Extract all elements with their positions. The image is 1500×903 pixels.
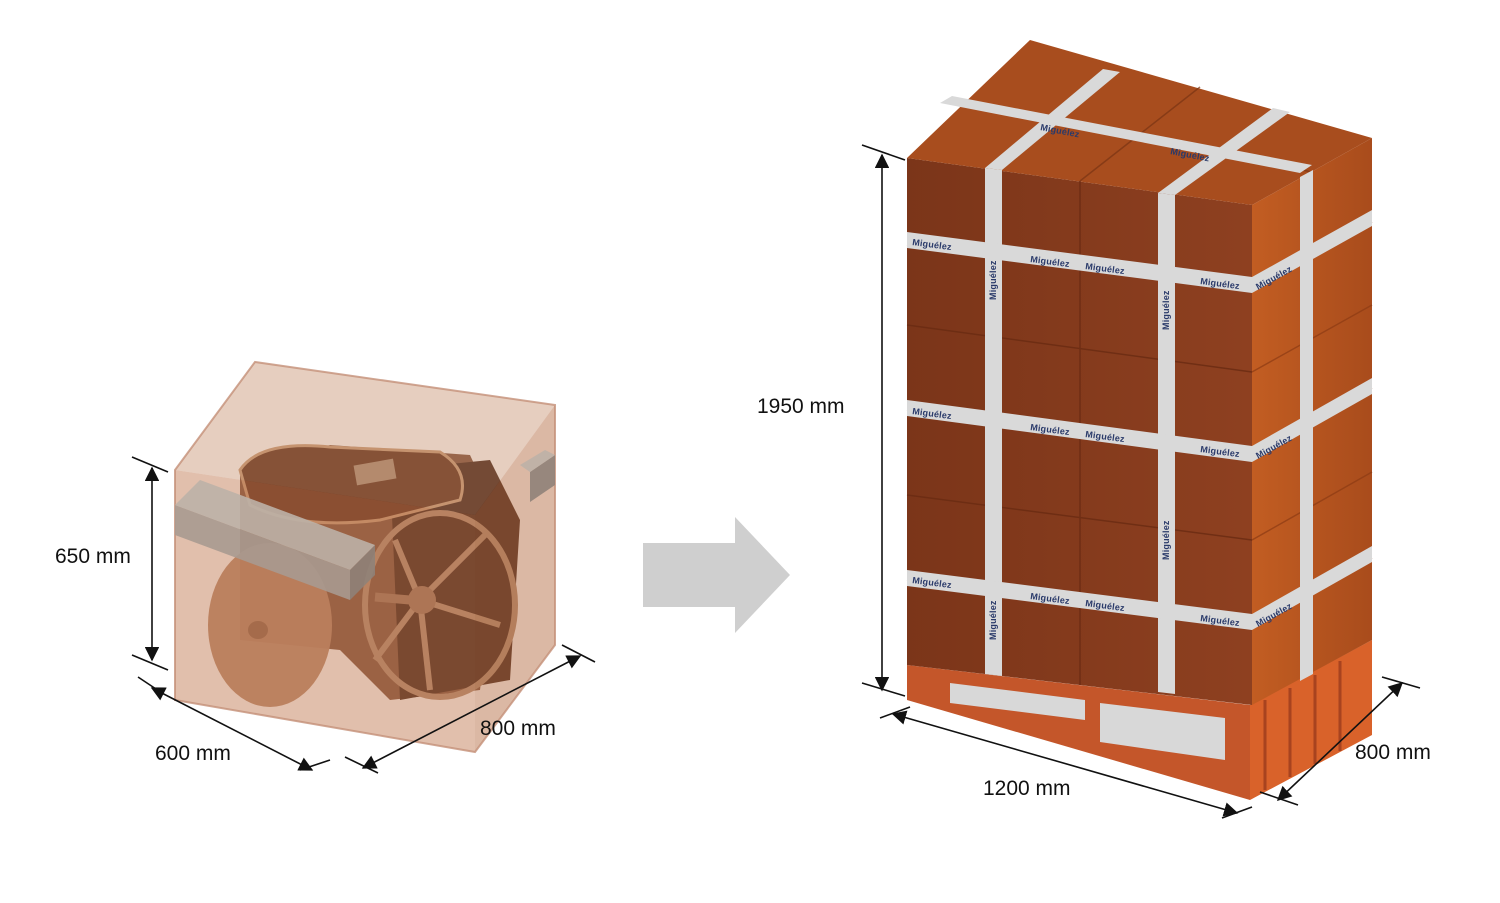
crate-depth-label: 800 mm (480, 717, 556, 740)
strapping-tape (907, 69, 1372, 694)
transform-arrow-icon (643, 517, 790, 633)
crate-height-label: 650 mm (55, 545, 131, 568)
svg-text:Miguélez: Miguélez (1161, 290, 1171, 330)
crate-width-label: 600 mm (155, 742, 231, 765)
crate-top-face (175, 362, 555, 515)
pallet-load: Miguélez Miguélez Miguélez Miguélez Migu… (906, 40, 1373, 800)
pallet-height-label: 1950 mm (757, 395, 845, 418)
pallet-width-label: 1200 mm (983, 777, 1071, 800)
pallet-depth-label: 800 mm (1355, 741, 1431, 764)
svg-text:Miguélez: Miguélez (988, 260, 998, 300)
crate-dimensions: 650 mm 600 mm 800 mm (55, 456, 596, 774)
foam-bar (530, 455, 555, 502)
svg-text:Miguélez: Miguélez (1161, 520, 1171, 560)
single-crate (174, 360, 556, 754)
svg-text:Miguélez: Miguélez (988, 600, 998, 640)
pallet-dimensions: 1950 mm 1200 mm 800 mm (757, 144, 1431, 819)
foam-bar (175, 505, 350, 600)
